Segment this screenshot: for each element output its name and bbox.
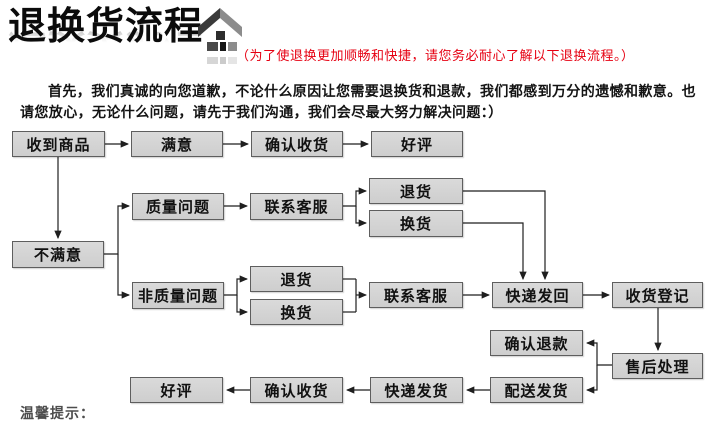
flow-node-return-quality: 退货 bbox=[369, 178, 463, 204]
flow-node-contact-service-quality: 联系客服 bbox=[250, 193, 343, 220]
flow-node-after-sales-handling: 售后处理 bbox=[612, 353, 703, 379]
flow-node-exchange-quality: 换货 bbox=[369, 210, 463, 237]
flow-node-receive-goods: 收到商品 bbox=[12, 131, 105, 157]
warm-tips-label: 温馨提示： bbox=[20, 406, 95, 422]
flow-node-confirm-receipt-bottom: 确认收货 bbox=[250, 377, 343, 403]
flow-node-non-quality-issue: 非质量问题 bbox=[132, 282, 224, 309]
flow-node-express-send-back: 快递发回 bbox=[492, 282, 583, 308]
page-title: 退换货流程 bbox=[8, 4, 204, 48]
header-subtitle: （为了使退换更加顺畅和快捷，请您务必耐心了解以下退换流程。） bbox=[236, 49, 635, 64]
flow-node-express-shipment: 快递发货 bbox=[370, 377, 463, 403]
flow-node-exchange-non-quality: 换货 bbox=[250, 299, 343, 325]
house-up-arrow-icon bbox=[198, 8, 242, 64]
intro-text: 首先，我们真诚的向您道歉，不论什么原因让您需要退换货和退款，我们都感到万分的遗憾… bbox=[20, 84, 696, 121]
flow-node-receipt-register: 收货登记 bbox=[612, 282, 703, 308]
flow-node-good-review-bottom: 好评 bbox=[130, 377, 223, 403]
flow-node-dispatch-shipment: 配送发货 bbox=[490, 377, 583, 403]
flow-node-confirm-receipt-top: 确认收货 bbox=[251, 131, 343, 157]
flow-node-contact-service-nq: 联系客服 bbox=[369, 282, 463, 308]
flow-node-return-non-quality: 退货 bbox=[250, 266, 343, 292]
flow-node-confirm-refund: 确认退款 bbox=[490, 330, 583, 356]
flow-node-good-review-top: 好评 bbox=[371, 131, 463, 157]
flow-node-quality-issue: 质量问题 bbox=[132, 193, 224, 220]
flow-node-unsatisfied: 不满意 bbox=[12, 241, 104, 268]
flow-node-satisfied: 满意 bbox=[131, 131, 223, 157]
